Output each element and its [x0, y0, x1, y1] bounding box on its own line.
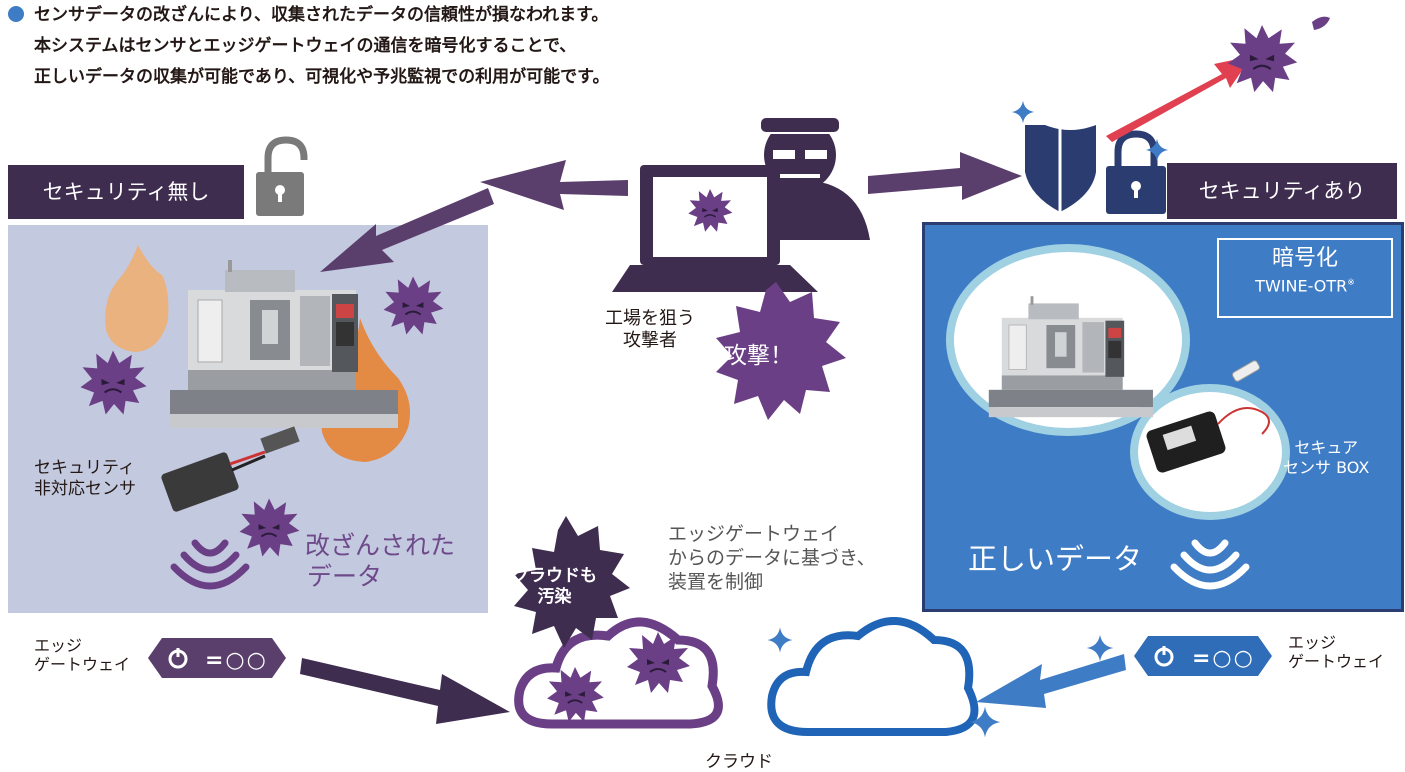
- edge-left-line-1: エッジ: [34, 636, 83, 655]
- sparkle-icon: [1086, 634, 1114, 662]
- attack-label: 攻撃！: [724, 343, 793, 369]
- edge-right-line-1: エッジ: [1288, 633, 1337, 652]
- edge-gateway-left-label: エッジ ゲートウェイ: [34, 636, 130, 674]
- tampered-line-1: 改ざんされた: [305, 531, 456, 560]
- security-tag: セキュリティあり: [1167, 163, 1397, 219]
- encryption-title: 暗号化: [1271, 246, 1338, 271]
- secure-sensor-line-2: センサ BOX: [1283, 458, 1370, 477]
- polluted-burst: [514, 516, 630, 648]
- arrow-to-right: [868, 152, 1022, 200]
- cloud-icon: [514, 617, 723, 729]
- wifi-icon: [1174, 543, 1246, 586]
- encryption-name: TWINE-OTR: [1255, 276, 1348, 296]
- cloud-polluted-label: クラウドも 汚染: [512, 566, 597, 608]
- tampered-data-label: 改ざんされた データ: [305, 530, 455, 592]
- secure-sensor-icon: [1146, 360, 1270, 473]
- secure-sensor-line-1: セキュア: [1294, 438, 1358, 457]
- sparkle-icon: [767, 627, 793, 653]
- lock-closed-icon: [1106, 130, 1166, 214]
- gateway-desc-line-3: 装置を制御: [668, 571, 764, 593]
- sparkle-icon: [1011, 100, 1035, 124]
- intro-line-3: 正しいデータの収集が可能であり、可視化や予兆監視での利用が可能です。: [34, 67, 610, 87]
- wifi-icon: [174, 543, 246, 586]
- tampered-line-2: データ: [307, 562, 383, 591]
- edge-gateway-right-label: エッジ ゲートウェイ: [1288, 633, 1384, 671]
- svg-text:=○○: =○○: [205, 648, 268, 673]
- arrow-gateway-left: [300, 658, 510, 724]
- gateway-desc-line-1: エッジゲートウェイ: [668, 523, 840, 545]
- svg-text:=○○: =○○: [1192, 646, 1255, 671]
- encryption-box: 暗号化 TWINE-OTR※: [1217, 238, 1393, 318]
- gateway-desc-line-2: からのデータに基づき、: [668, 547, 876, 569]
- virus-icon: [382, 275, 445, 336]
- virus-icon: [1226, 23, 1299, 94]
- unsecured-sensor-line-2: 非対応センサ: [34, 479, 136, 499]
- polluted-line-2: 汚染: [537, 587, 572, 607]
- intro-line-1: センサデータの改ざんにより、収集されたデータの信頼性が損なわれます。: [34, 5, 609, 25]
- bullet-dot-icon: [8, 6, 24, 22]
- attacker-label: 工場を狙う 攻撃者: [605, 308, 695, 352]
- cloud-icon: [767, 617, 979, 736]
- correct-data-label: 正しいデータ: [968, 542, 1143, 576]
- arrow-to-left: [320, 160, 628, 272]
- lock-open-icon: [256, 136, 308, 216]
- no-security-tag: セキュリティ無し: [8, 165, 244, 219]
- arrow-gateway-right: [976, 654, 1126, 708]
- intro-text: センサデータの改ざんにより、収集されたデータの信頼性が損なわれます。 本システム…: [8, 0, 609, 93]
- virus-icon: [238, 497, 301, 558]
- gateway-description: エッジゲートウェイ からのデータに基づき、 装置を制御: [668, 522, 876, 594]
- edge-right-line-2: ゲートウェイ: [1288, 652, 1385, 671]
- attacker-icon: [612, 116, 870, 292]
- unsecured-sensor-line-1: セキュリティ: [34, 458, 135, 478]
- flame-icon: [105, 245, 169, 352]
- cloud-label: クラウド: [705, 752, 773, 772]
- edge-left-line-2: ゲートウェイ: [34, 655, 131, 674]
- attack-burst: [716, 282, 846, 420]
- attacker-line-1: 工場を狙う: [605, 308, 695, 329]
- deflect-arrow: [1106, 56, 1252, 142]
- polluted-line-1: クラウドも: [512, 566, 597, 586]
- droplet-icon: [1312, 16, 1330, 30]
- gateway-icon: =○○: [1134, 636, 1272, 676]
- sensor-icon: [161, 426, 300, 512]
- attacker-line-2: 攻撃者: [623, 330, 677, 351]
- virus-icon: [79, 349, 148, 416]
- gateway-icon: =○○: [148, 638, 286, 678]
- encryption-note-mark: ※: [1347, 278, 1355, 288]
- unsecured-sensor-label: セキュリティ 非対応センサ: [34, 458, 136, 500]
- intro-line-2: 本システムはセンサとエッジゲートウェイの通信を暗号化することで、: [34, 36, 577, 56]
- shield-icon: [1025, 124, 1096, 212]
- secure-sensor-label: セキュア センサ BOX: [1283, 438, 1369, 478]
